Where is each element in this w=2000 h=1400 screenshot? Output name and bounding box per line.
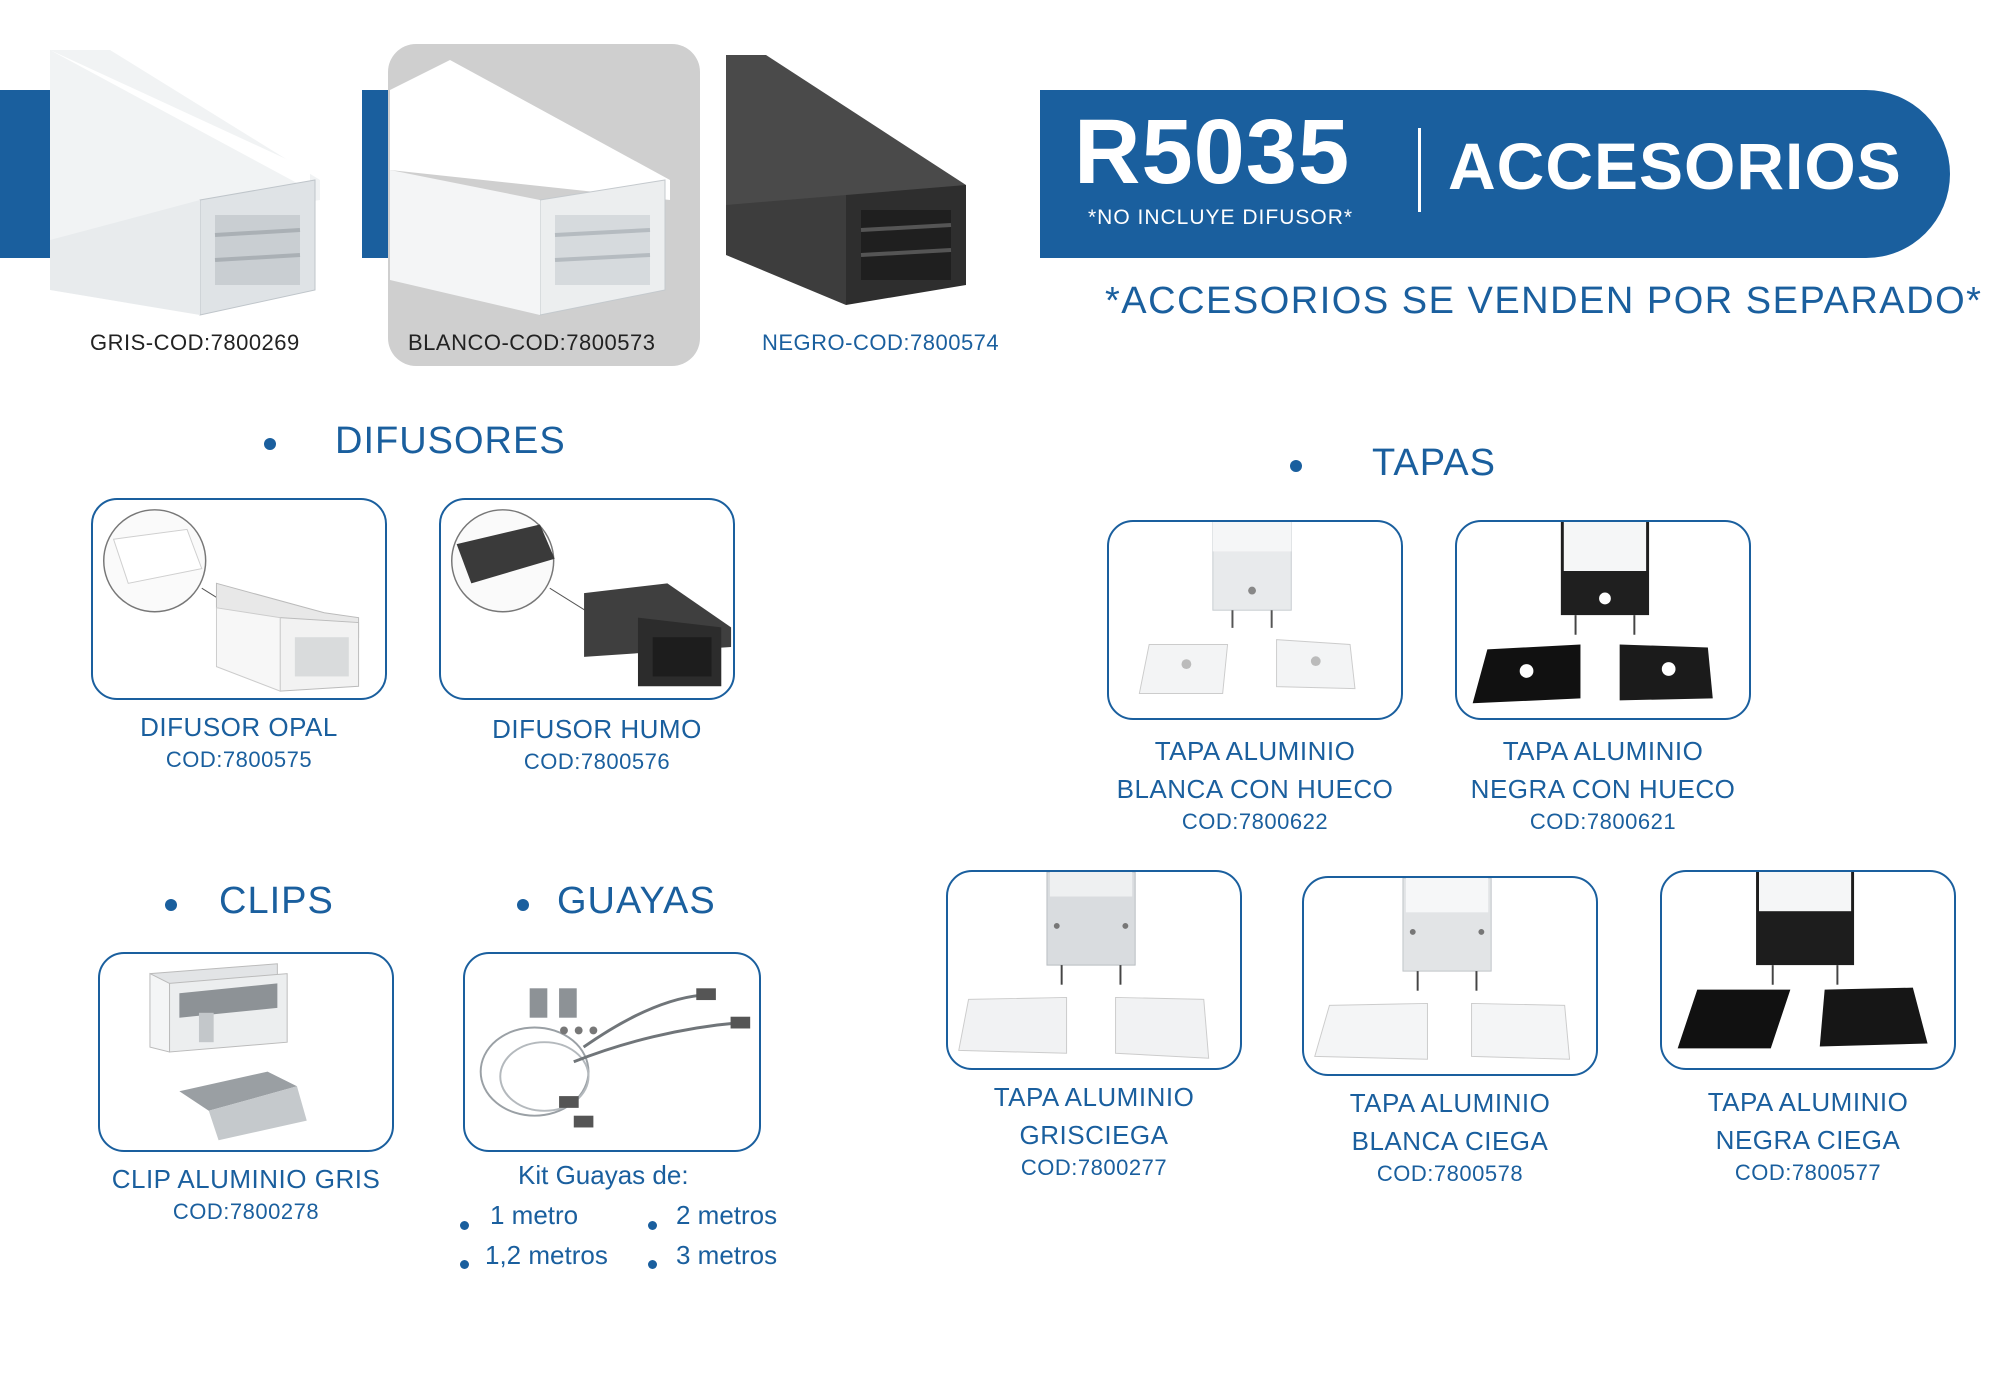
difusor-opal-code: COD:7800575 (165, 747, 313, 772)
header-banner: R5035 *NO INCLUYE DIFUSOR* ACCESORIOS (1040, 90, 1950, 258)
tapa-line2: BLANCA CON HUECO (1116, 774, 1394, 804)
tapa-code: COD:7800577 (1734, 1160, 1882, 1185)
tapa-negra-ciega-card (1660, 870, 1956, 1070)
tapa-negra-hueco-card (1455, 520, 1751, 720)
tapa-line2: GRISCIEGA (1019, 1120, 1169, 1150)
kit-option: 2 metros (676, 1200, 778, 1230)
difusor-humo-code: COD:7800576 (523, 749, 671, 774)
tapa-code: COD:7800277 (1020, 1155, 1168, 1180)
model-number: R5035 (1074, 101, 1351, 203)
tapa-negra-hueco-caption: TAPA ALUMINIO NEGRA CON HUECO COD:780062… (1443, 732, 1763, 836)
difusor-humo-card (439, 498, 735, 700)
guayas-kit-card (463, 952, 761, 1152)
product-label-blanco: BLANCO-COD:7800573 (408, 330, 656, 355)
difusor-humo-name: DIFUSOR HUMO (492, 714, 702, 744)
profile-blanco-image (390, 50, 700, 320)
profile-negro-image (726, 55, 976, 315)
bullet-icon (264, 438, 276, 450)
kit-guayas-title: Kit Guayas de: (518, 1160, 689, 1190)
tapa-negra-ciega-caption: TAPA ALUMINIO NEGRA CIEGA COD:7800577 (1648, 1083, 1968, 1187)
tapa-line2: BLANCA CIEGA (1351, 1126, 1549, 1156)
bullet-icon (1290, 460, 1302, 472)
tapa-code: COD:7800578 (1376, 1161, 1524, 1186)
clip-name: CLIP ALUMINIO GRIS (111, 1164, 381, 1194)
clip-code: COD:7800278 (172, 1199, 320, 1224)
difusor-humo-caption: DIFUSOR HUMO COD:7800576 (467, 710, 727, 776)
tapa-line1: TAPA ALUMINIO (1502, 736, 1704, 766)
section-title-guayas: GUAYAS (557, 880, 716, 922)
banner-divider (1418, 128, 1421, 212)
difusor-opal-card (91, 498, 387, 700)
difusor-opal-name: DIFUSOR OPAL (140, 712, 338, 742)
model-note: *NO INCLUYE DIFUSOR* (1088, 206, 1354, 229)
clip-aluminio-caption: CLIP ALUMINIO GRIS COD:7800278 (96, 1160, 396, 1226)
tapa-code: COD:7800621 (1529, 809, 1677, 834)
bullet-icon (648, 1260, 657, 1269)
tapa-line1: TAPA ALUMINIO (1349, 1088, 1551, 1118)
difusor-opal-caption: DIFUSOR OPAL COD:7800575 (109, 708, 369, 774)
bullet-icon (460, 1221, 469, 1230)
tapa-blanca-hueco-card (1107, 520, 1403, 720)
page-subtitle: *ACCESORIOS SE VENDEN POR SEPARADO* (1105, 280, 1983, 322)
tapa-line1: TAPA ALUMINIO (1707, 1087, 1909, 1117)
tapa-blanca-ciega-card (1302, 876, 1598, 1076)
bullet-icon (648, 1221, 657, 1230)
section-title-clips: CLIPS (219, 880, 334, 922)
product-label-negro: NEGRO-COD:7800574 (762, 330, 1000, 355)
tapa-blanca-ciega-caption: TAPA ALUMINIO BLANCA CIEGA COD:7800578 (1290, 1084, 1610, 1188)
tapa-line2: NEGRA CIEGA (1715, 1125, 1901, 1155)
section-title-difusores: DIFUSORES (335, 420, 566, 462)
profile-gris-image (50, 50, 350, 320)
clip-aluminio-card (98, 952, 394, 1152)
tapa-gris-ciega-card (946, 870, 1242, 1070)
product-label-gris: GRIS-COD:7800269 (90, 330, 300, 355)
bullet-icon (165, 899, 177, 911)
middle-blue-bar (362, 90, 390, 258)
tapa-code: COD:7800622 (1181, 809, 1329, 834)
page-title: ACCESORIOS (1448, 129, 1902, 203)
left-blue-bar (0, 90, 50, 258)
bullet-icon (460, 1260, 469, 1269)
section-title-tapas: TAPAS (1372, 442, 1496, 484)
bullet-icon (517, 899, 529, 911)
tapa-gris-ciega-caption: TAPA ALUMINIO GRISCIEGA COD:7800277 (934, 1078, 1254, 1182)
tapa-line1: TAPA ALUMINIO (1154, 736, 1356, 766)
kit-option: 1 metro (490, 1200, 579, 1230)
kit-option: 3 metros (676, 1240, 778, 1270)
tapa-line2: NEGRA CON HUECO (1470, 774, 1736, 804)
tapa-line1: TAPA ALUMINIO (993, 1082, 1195, 1112)
kit-option: 1,2 metros (485, 1240, 608, 1270)
tapa-blanca-hueco-caption: TAPA ALUMINIO BLANCA CON HUECO COD:78006… (1095, 732, 1415, 836)
